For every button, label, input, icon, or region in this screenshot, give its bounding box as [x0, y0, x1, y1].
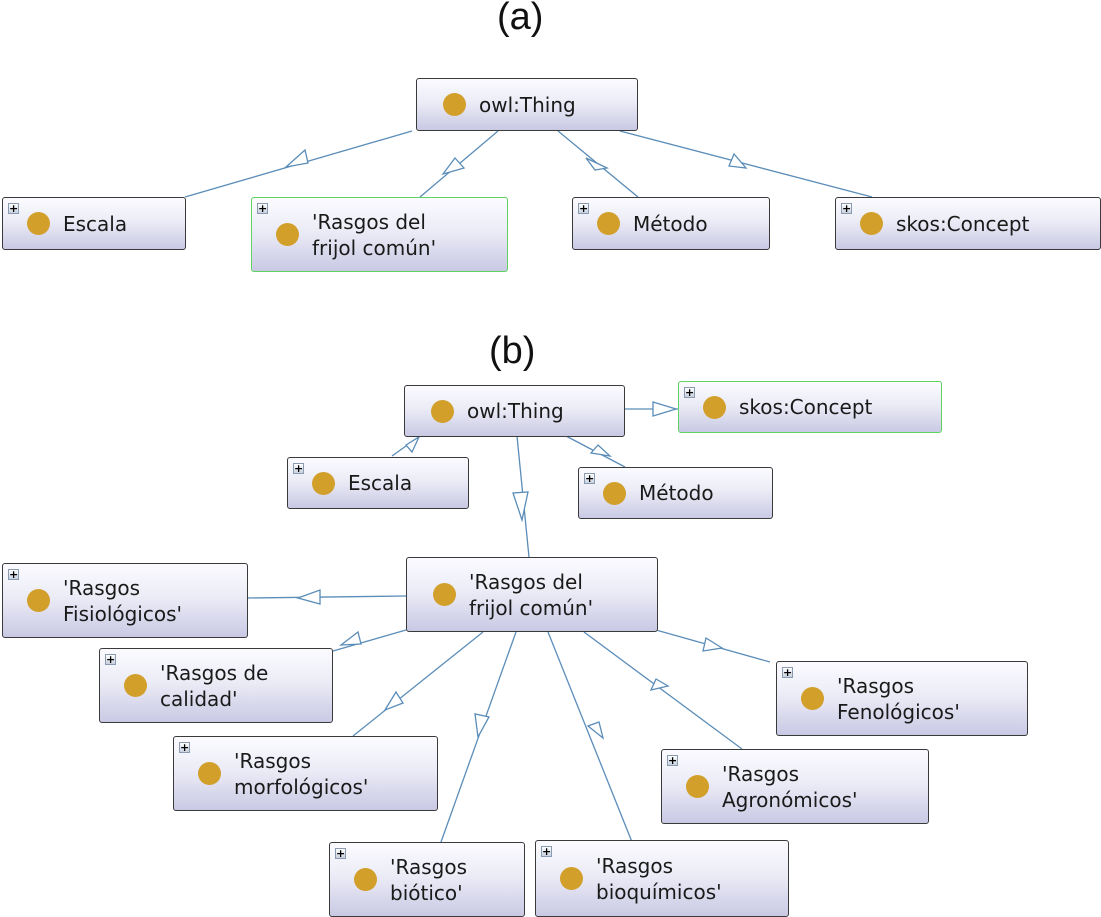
- class-icon: [603, 481, 626, 505]
- class-label: 'Rasgos Fenológicos': [837, 673, 960, 724]
- class-node-agronomicos[interactable]: + 'Rasgos Agronómicos': [661, 749, 929, 824]
- class-label: Método: [639, 481, 714, 505]
- expand-icon[interactable]: +: [8, 568, 19, 581]
- expand-icon[interactable]: +: [335, 847, 346, 860]
- class-icon: [860, 212, 883, 235]
- class-label: Escala: [348, 471, 413, 495]
- edge-b-bioquimicos-rasgos-frijol: [547, 631, 633, 843]
- expand-icon[interactable]: +: [293, 462, 304, 475]
- class-icon: [27, 212, 50, 235]
- class-icon: [431, 399, 454, 423]
- class-label: 'Rasgos morfológicos': [234, 748, 369, 799]
- panel-b-label: (b): [489, 330, 536, 372]
- class-node-calidad[interactable]: + 'Rasgos de calidad': [99, 648, 333, 723]
- edge-a-skos-concept-owl-thing: [619, 130, 873, 198]
- class-node-skos-concept-a[interactable]: + skos:Concept: [835, 197, 1101, 250]
- class-icon: [801, 687, 824, 710]
- class-label: 'Rasgos de calidad': [160, 660, 269, 711]
- edge-b-escala-owl-thing: [391, 435, 421, 457]
- class-node-skos-concept-b[interactable]: + skos:Concept: [678, 381, 942, 433]
- edge-b-fisiologicos-rasgos-frijol: [247, 589, 407, 605]
- class-icon: [354, 868, 377, 891]
- edge-b-morfologicos-rasgos-frijol: [352, 631, 484, 737]
- edge-b-agronomicos-rasgos-frijol: [583, 631, 743, 750]
- edge-b-fenologicos-rasgos-frijol: [655, 629, 771, 663]
- expand-icon[interactable]: +: [841, 202, 852, 215]
- expand-icon[interactable]: +: [782, 666, 793, 679]
- class-node-metodo-b[interactable]: + Método: [578, 467, 773, 519]
- class-icon: [198, 762, 221, 785]
- class-icon: [276, 223, 299, 246]
- expand-icon[interactable]: +: [541, 845, 552, 858]
- expand-icon[interactable]: +: [584, 472, 595, 485]
- class-icon: [124, 674, 147, 697]
- edge-b-metodo-owl-thing: [565, 435, 626, 468]
- expand-icon[interactable]: +: [8, 202, 19, 215]
- class-node-owl-thing-b[interactable]: owl:Thing: [404, 385, 625, 437]
- class-node-morfologicos[interactable]: + 'Rasgos morfológicos': [173, 736, 438, 811]
- class-label: 'Rasgos biótico': [390, 854, 467, 905]
- class-node-metodo-a[interactable]: + Método: [572, 197, 770, 250]
- class-label: 'Rasgos bioquímicos': [596, 853, 722, 904]
- expand-icon[interactable]: +: [578, 202, 589, 215]
- expand-icon[interactable]: +: [667, 754, 678, 767]
- expand-icon[interactable]: +: [257, 202, 268, 215]
- class-icon: [686, 775, 709, 798]
- class-node-owl-thing-a[interactable]: owl:Thing: [416, 78, 638, 131]
- class-node-fenologicos[interactable]: + 'Rasgos Fenológicos': [776, 661, 1028, 736]
- class-node-fisiologicos[interactable]: + 'Rasgos Fisiológicos': [2, 563, 248, 638]
- class-node-escala-a[interactable]: + Escala: [2, 197, 186, 250]
- class-label: skos:Concept: [896, 211, 1030, 236]
- class-icon: [703, 395, 726, 419]
- class-node-biotico[interactable]: + 'Rasgos biótico': [329, 842, 525, 917]
- edge-a-metodo-owl-thing: [557, 130, 639, 198]
- class-label: Método: [633, 211, 708, 236]
- class-label: skos:Concept: [739, 395, 873, 419]
- class-label: 'Rasgos Fisiológicos': [63, 575, 183, 626]
- edge-b-biotico-rasgos-frijol: [440, 631, 517, 843]
- expand-icon[interactable]: +: [684, 386, 695, 399]
- class-node-bioquimicos[interactable]: + 'Rasgos bioquímicos': [535, 840, 789, 917]
- class-label: Escala: [63, 211, 128, 236]
- class-label: owl:Thing: [467, 399, 564, 423]
- edge-a-rasgos-frijol-owl-thing: [419, 130, 499, 198]
- class-icon: [433, 583, 456, 606]
- edge-b-rasgos-frijol-owl-thing: [512, 435, 530, 558]
- class-label: 'Rasgos del frijol común': [312, 209, 437, 260]
- class-node-escala-b[interactable]: + Escala: [287, 457, 469, 509]
- panel-a-label: (a): [497, 0, 544, 38]
- class-icon: [597, 212, 620, 235]
- class-node-rasgos-frijol-b[interactable]: 'Rasgos del frijol común': [406, 557, 658, 632]
- class-icon: [312, 471, 335, 495]
- edge-b-calidad-rasgos-frijol: [332, 629, 407, 652]
- class-label: 'Rasgos Agronómicos': [722, 761, 858, 812]
- class-label: owl:Thing: [479, 92, 576, 117]
- class-icon: [27, 589, 50, 612]
- expand-icon[interactable]: +: [179, 741, 190, 754]
- class-node-rasgos-frijol-a[interactable]: + 'Rasgos del frijol común': [251, 197, 508, 272]
- class-label: 'Rasgos del frijol común': [469, 569, 594, 620]
- edge-b-skos-concept-owl-thing: [624, 401, 679, 417]
- class-icon: [560, 867, 583, 890]
- edge-a-escala-owl-thing: [184, 130, 413, 198]
- expand-icon[interactable]: +: [105, 653, 116, 666]
- class-icon: [443, 93, 466, 116]
